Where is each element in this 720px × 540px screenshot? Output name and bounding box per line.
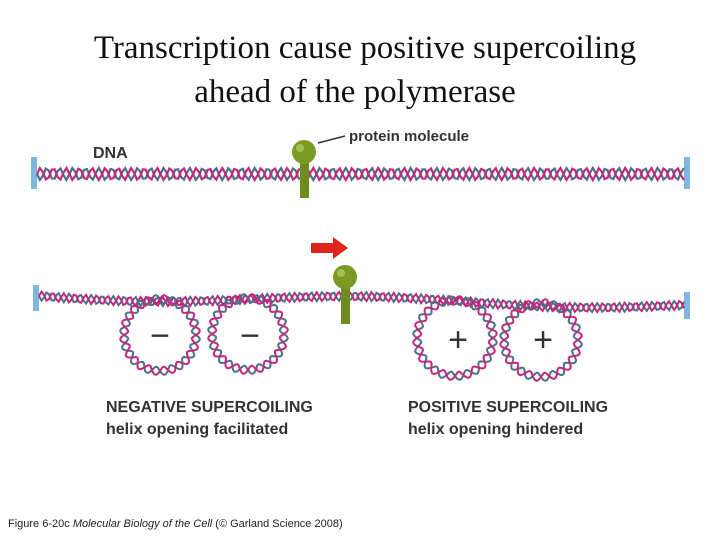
positive-coil-2-strand-pink <box>499 298 583 382</box>
plus-sign-1: + <box>448 321 468 359</box>
top-dna <box>31 157 690 189</box>
title-line-2: ahead of the polymerase <box>194 74 516 110</box>
top-dna-right-end <box>684 157 690 189</box>
positive-supercoiling-label: POSITIVE SUPERCOILING <box>408 399 608 416</box>
top-dna-strand-pink <box>36 165 685 183</box>
negative-coil-1-strand-pink <box>119 294 201 376</box>
bottom-dna-strand-pink <box>38 289 685 314</box>
bottom-dna <box>33 285 690 382</box>
protein-pointer-line <box>317 135 346 144</box>
bottom-protein <box>333 265 357 324</box>
bottom-dna-right-end <box>684 292 690 319</box>
top-dna-left-end <box>31 157 37 189</box>
plus-sign-2: + <box>533 321 553 359</box>
dna-label: DNA <box>93 145 128 162</box>
negative-supercoiling-subtitle: helix opening facilitated <box>106 421 288 438</box>
positive-coil-1-strand-pink <box>412 295 498 381</box>
top-protein <box>292 140 316 198</box>
negative-coil-2-strand-pink <box>207 293 289 375</box>
caption-suffix: (© Garland Science 2008) <box>212 518 343 530</box>
figure-caption: Figure 6-20c Molecular Biology of the Ce… <box>8 518 343 530</box>
protein-label: protein molecule <box>349 128 469 145</box>
direction-arrow <box>311 237 348 259</box>
title-line-1: Transcription cause positive supercoilin… <box>93 30 637 66</box>
slide-title: Transcription cause positive supercoilin… <box>0 26 720 114</box>
positive-supercoiling-subtitle: helix opening hindered <box>408 421 583 438</box>
minus-sign-2: − <box>240 317 260 355</box>
bottom-dna-left-end <box>33 285 39 311</box>
negative-supercoiling-label: NEGATIVE SUPERCOILING <box>106 399 313 416</box>
caption-book-title: Molecular Biology of the Cell <box>72 518 213 530</box>
caption-prefix: Figure 6-20c <box>8 518 73 530</box>
minus-sign-1: − <box>150 317 170 355</box>
